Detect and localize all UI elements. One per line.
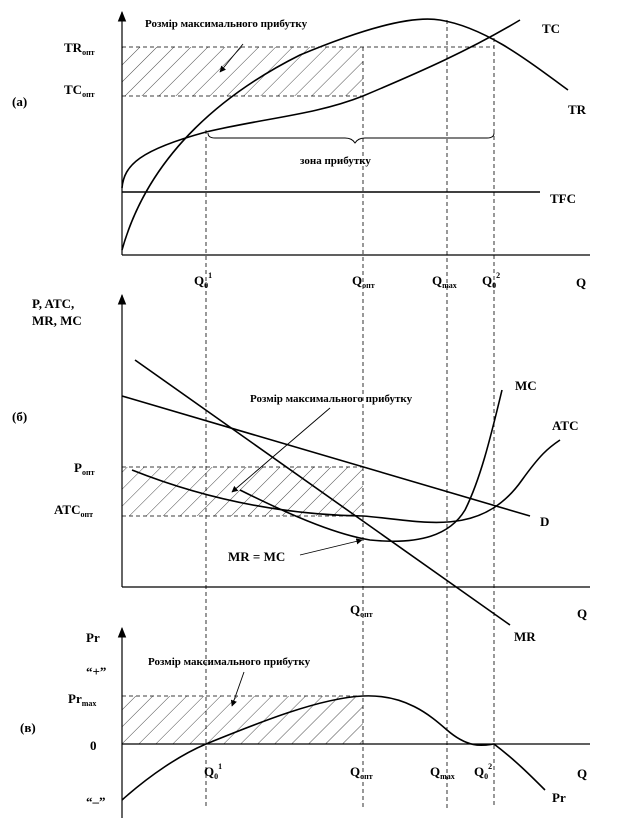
- demand-line: [121, 395, 531, 517]
- panel-b-label: (б): [12, 409, 27, 424]
- mr-label: MR: [514, 629, 536, 644]
- p-opt-label: Pопт: [74, 460, 95, 477]
- mr-line: [134, 359, 511, 626]
- bottom-note: Розмір максимального прибутку: [148, 656, 311, 668]
- x-q-bottom: Q: [577, 766, 587, 781]
- mid-note-arrow: [231, 407, 331, 493]
- x-q02-bottom: Q02: [474, 762, 492, 781]
- pr-max-label: Prmax: [68, 691, 96, 708]
- tc-curve: [121, 19, 521, 189]
- zero-label: 0: [90, 738, 97, 753]
- tr-label: TR: [568, 102, 587, 117]
- mr-eq-mc-label: MR = MC: [228, 549, 285, 564]
- x-qmax-top: Qmax: [432, 273, 457, 290]
- x-q01-top: Q01: [194, 271, 212, 290]
- panel-a: зона прибутку Розмір максимального прибу…: [12, 10, 590, 290]
- x-q01-bottom: Q01: [204, 762, 222, 781]
- atc-curve: [131, 439, 561, 524]
- atc-opt-label: ATCопт: [54, 502, 93, 519]
- pr-curve: [121, 695, 546, 801]
- tr-curve: [121, 18, 569, 251]
- tc-label: TC: [542, 21, 560, 36]
- x-qmax-bottom: Qmax: [430, 764, 455, 781]
- panel-c-label: (в): [20, 720, 36, 735]
- x-qopt-mid: Qопт: [350, 602, 373, 619]
- profit-area-top: [122, 47, 363, 96]
- top-note-arrow: [219, 43, 244, 73]
- zone-label: зона прибутку: [300, 155, 371, 167]
- x-q02-top: Q02: [482, 271, 500, 290]
- bottom-y-axis-label: Pr: [86, 630, 100, 645]
- x-q-top: Q: [576, 275, 586, 290]
- tr-opt-label: TRопт: [64, 40, 95, 57]
- x-q-mid: Q: [577, 606, 587, 621]
- x-qopt-bottom: Qопт: [350, 764, 373, 781]
- mr-eq-mc-arrow: [299, 538, 363, 556]
- pr-label: Pr: [552, 790, 566, 805]
- x-qopt-top: Qопт: [352, 273, 375, 290]
- profit-area-bottom: [122, 696, 363, 744]
- tc-opt-label: TCопт: [64, 82, 95, 99]
- minus-label: “–”: [86, 794, 106, 809]
- mid-y-axis-label-1: P, ATC,: [32, 296, 74, 311]
- panel-b: Розмір максимального прибутку MR = MC MC…: [12, 293, 590, 644]
- top-note: Розмір максимального прибутку: [145, 18, 308, 30]
- panel-c: Розмір максимального прибутку Pr “+” Prm…: [20, 626, 590, 818]
- d-label: D: [540, 514, 549, 529]
- mid-y-axis-label-2: MR, MC: [32, 313, 82, 328]
- atc-label: ATC: [552, 418, 578, 433]
- plus-label: “+”: [86, 664, 106, 679]
- bottom-note-arrow: [230, 671, 245, 707]
- mc-label: MC: [515, 378, 537, 393]
- mc-curve: [239, 389, 503, 543]
- profit-zone-brace: [207, 132, 495, 144]
- mid-note: Розмір максимального прибутку: [250, 393, 413, 405]
- panel-a-label: (а): [12, 94, 27, 109]
- tfc-label: TFC: [550, 191, 576, 206]
